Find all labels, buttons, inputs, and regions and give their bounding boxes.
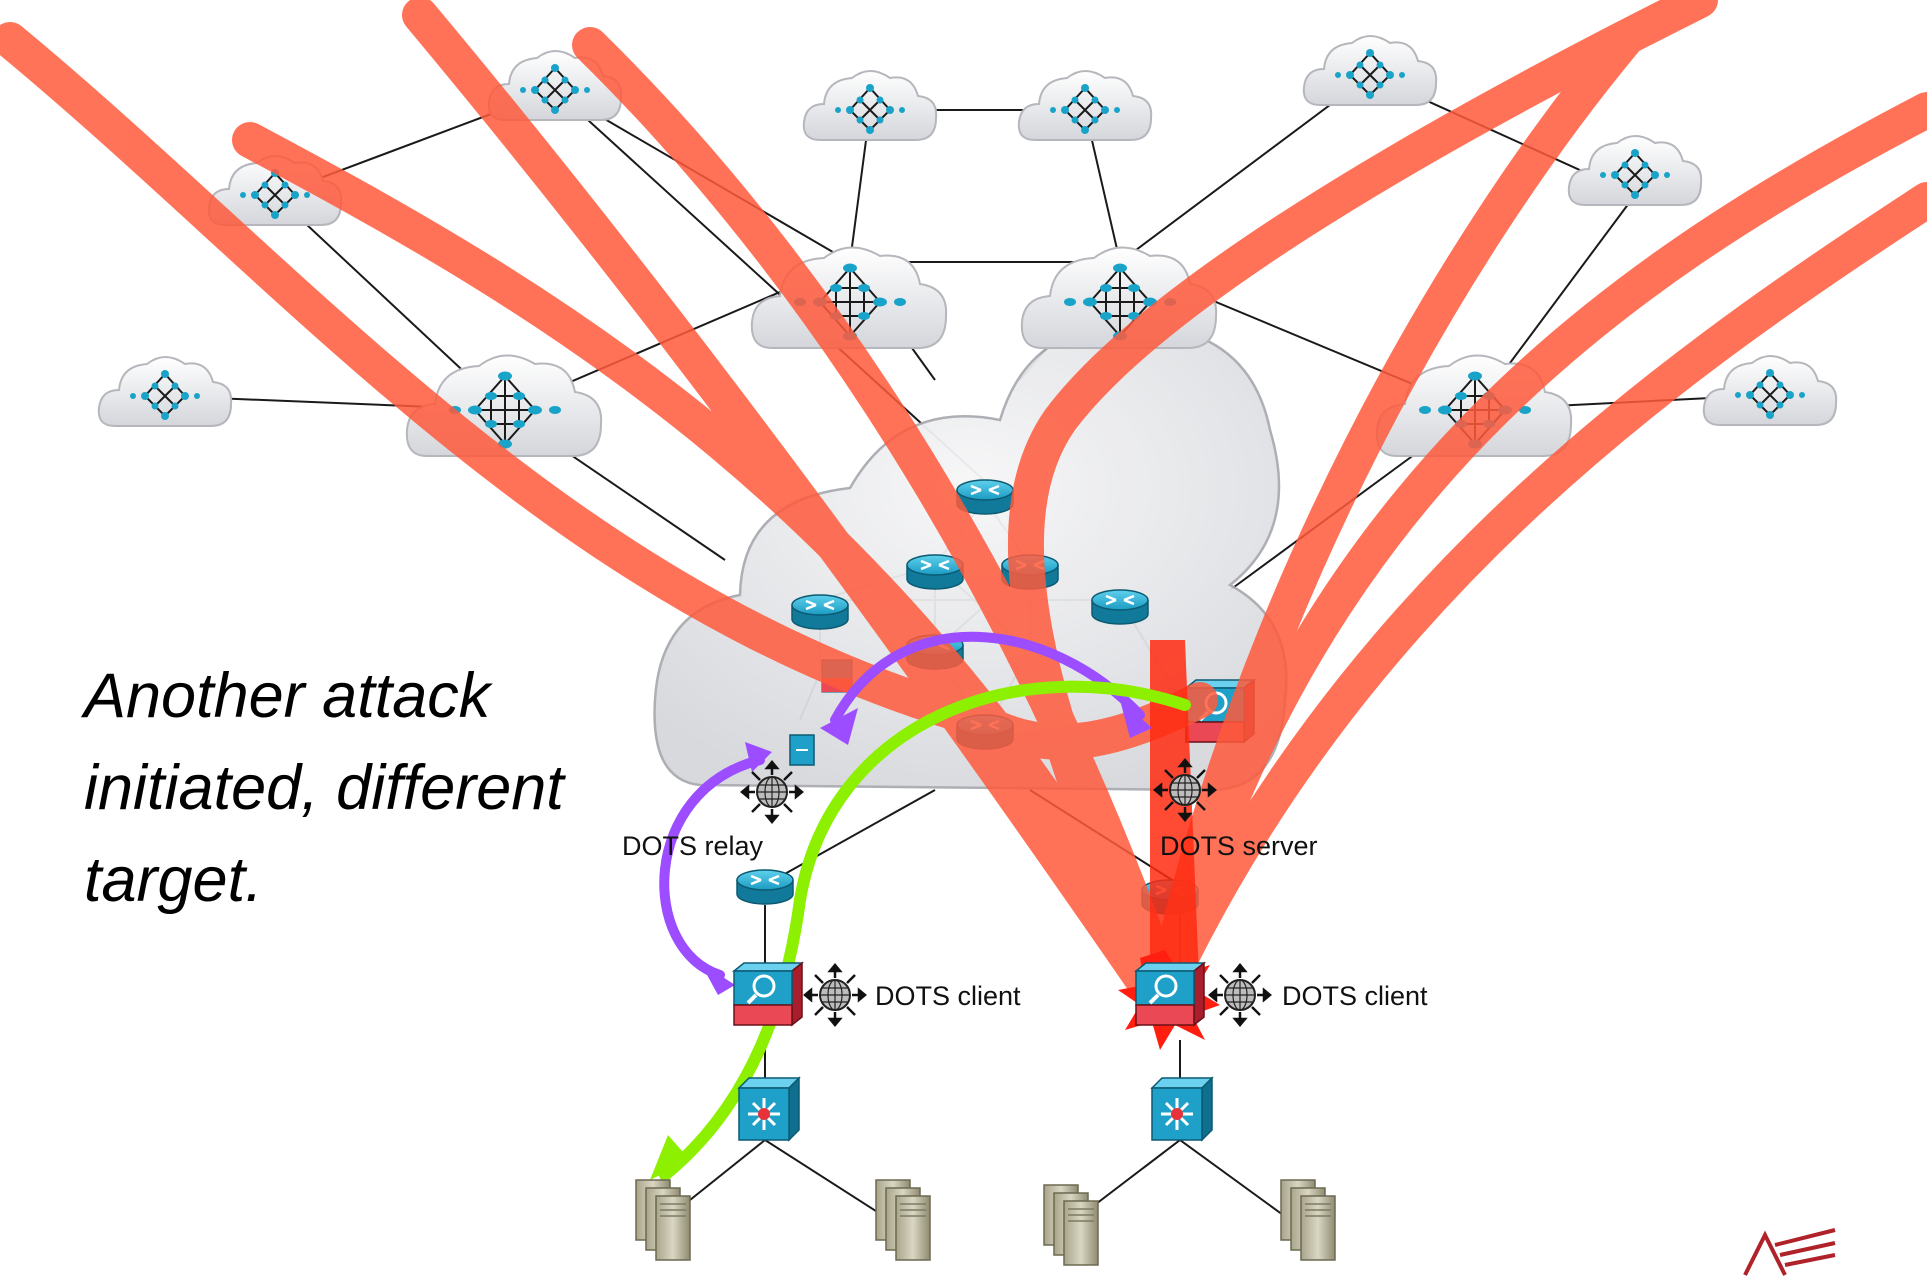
dots-signal-arrowheads — [700, 700, 1152, 995]
router-icon — [735, 868, 795, 906]
switch-icon — [1150, 1076, 1214, 1142]
peer-cloud-icon — [802, 70, 938, 141]
dots-client-left-agent-icon — [803, 963, 867, 1027]
router-icon — [1090, 588, 1150, 626]
mitigation-arrowhead — [650, 1135, 690, 1180]
dots-client-right-label: DOTS client — [1282, 981, 1428, 1011]
relay-device — [789, 734, 815, 766]
peer-cloud-icon — [1702, 355, 1838, 426]
attack-traffic — [0, 0, 1927, 1018]
peer-cloud-icon — [1302, 35, 1438, 106]
caption-line-3: target. — [84, 845, 263, 915]
server-icon — [875, 1179, 931, 1261]
dots-client-left-label: DOTS client — [875, 981, 1021, 1011]
router-icon — [790, 593, 850, 631]
mitigation-path — [659, 680, 1191, 1181]
server-icon — [635, 1179, 691, 1261]
peer-cloud-icon — [1567, 135, 1703, 206]
firewall-icon — [732, 961, 804, 1027]
dots-client-right-agent-icon — [1208, 963, 1272, 1027]
server-icon — [1043, 1184, 1099, 1266]
logo-icon — [1735, 1225, 1845, 1278]
dots-signal-channel — [659, 631, 1145, 980]
firewall-icon — [1134, 961, 1206, 1027]
dots-server-label: DOTS server — [1160, 831, 1318, 861]
caption-line-1: Another attack — [84, 661, 491, 731]
slide-caption: Another attack initiated, different targ… — [84, 650, 644, 926]
peer-cloud-icon — [1017, 70, 1153, 141]
switch-icon — [737, 1076, 801, 1142]
server-icon — [1280, 1179, 1336, 1261]
dots-relay-label: DOTS relay — [622, 831, 764, 861]
peer-cloud-icon — [97, 356, 233, 427]
caption-line-2: initiated, different — [84, 753, 564, 823]
